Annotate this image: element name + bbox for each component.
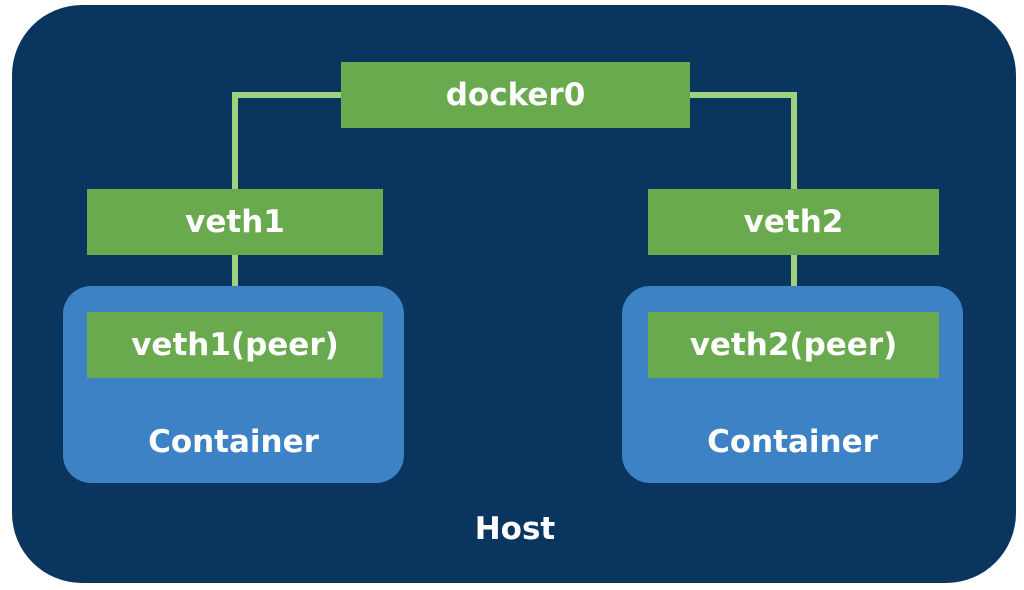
veth1-interface: veth1 <box>87 189 383 255</box>
veth2-peer-interface: veth2(peer) <box>648 312 939 378</box>
container-right-label: Container <box>707 424 878 460</box>
container-left-label: Container <box>148 424 319 460</box>
host-label: Host <box>474 511 556 547</box>
docker0-bridge: docker0 <box>341 62 690 128</box>
veth2-interface: veth2 <box>648 189 939 255</box>
veth1-peer-interface: veth1(peer) <box>87 312 383 378</box>
